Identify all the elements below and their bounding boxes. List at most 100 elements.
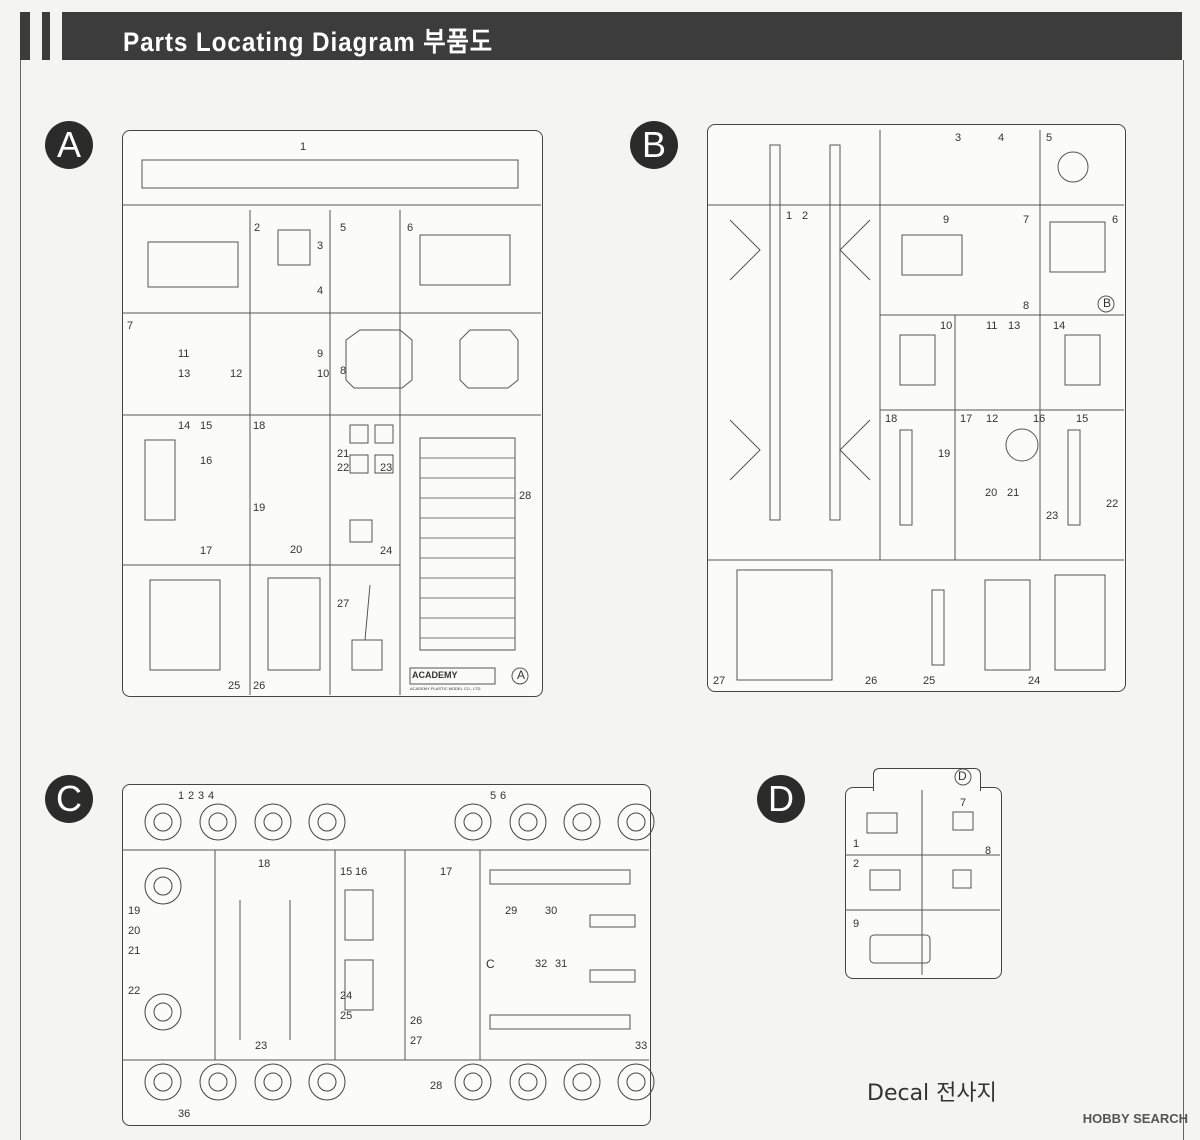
watermark: HOBBY SEARCH (1082, 1111, 1188, 1126)
part-number: 6 (1112, 214, 1119, 226)
part-number: 26 (253, 680, 266, 692)
header-bar-mark (30, 12, 42, 60)
part-number: 18 (258, 858, 271, 870)
part-number: 15 (1076, 413, 1089, 425)
sprue-d-stamp: D (958, 769, 967, 783)
part-number: 14 (178, 420, 191, 432)
part-number: 5 (340, 222, 347, 234)
part-number: 3 (955, 132, 962, 144)
part-number: 11 (986, 320, 998, 332)
part-number: 17 (200, 545, 213, 557)
page-title: Parts Locating Diagram 부품도 (123, 27, 493, 57)
part-number: 2 (254, 222, 261, 234)
part-number: 20 (290, 544, 303, 556)
sprue-a-stamp: A (516, 668, 525, 682)
part-number: 1 (853, 838, 860, 850)
part-number: 4 (998, 132, 1005, 144)
part-number: 8 (985, 845, 992, 857)
part-number: 6 (500, 790, 507, 802)
part-number: 1 (300, 141, 307, 153)
part-number: 8 (1023, 300, 1030, 312)
diagram-frame (20, 60, 1184, 1140)
part-number: 17 (960, 413, 973, 425)
part-number: 16 (1033, 413, 1046, 425)
header-bar-mark (50, 12, 62, 60)
part-number: 7 (127, 320, 134, 332)
part-number: 16 (200, 455, 213, 467)
part-number: 28 (430, 1080, 443, 1092)
part-number: 21 (337, 448, 350, 460)
part-number: 25 (340, 1010, 353, 1022)
part-number: 26 (410, 1015, 423, 1027)
academy-logo-subtitle: ACADEMY PLASTIC MODEL CO., LTD. (410, 686, 482, 691)
part-number: 31 (555, 958, 568, 970)
part-number: 14 (1053, 320, 1066, 332)
part-number: 22 (1106, 498, 1119, 510)
part-number: 18 (885, 413, 898, 425)
part-number: 20 (985, 487, 998, 499)
part-number: 21 (128, 945, 141, 957)
part-number: 25 (923, 675, 936, 687)
part-number: 1 (786, 210, 793, 222)
part-number: 32 (535, 958, 548, 970)
sprue-d-tab (873, 768, 981, 791)
part-number: 6 (407, 222, 414, 234)
sprue-d-badge: D (757, 775, 805, 823)
part-number: 23 (1046, 510, 1059, 522)
part-number: 13 (178, 368, 191, 380)
part-number: 22 (128, 985, 141, 997)
section-header: Parts Locating Diagram 부품도 (20, 12, 1182, 60)
part-number: 19 (253, 502, 266, 514)
part-number: 19 (938, 448, 951, 460)
part-number: 23 (380, 462, 393, 474)
part-number: 5 (1046, 132, 1053, 144)
part-number: 8 (340, 365, 347, 377)
sprue-d (845, 787, 1002, 979)
sprue-a (122, 130, 543, 697)
sprue-a-badge: A (45, 121, 93, 169)
part-number: 16 (355, 866, 368, 878)
part-number: 21 (1007, 487, 1020, 499)
part-number: 30 (545, 905, 558, 917)
part-number: 22 (337, 462, 350, 474)
part-number: 26 (865, 675, 878, 687)
sprue-b-badge: B (630, 121, 678, 169)
sprue-c-stamp: C (486, 957, 495, 971)
part-number: 33 (635, 1040, 648, 1052)
part-number: 10 (940, 320, 953, 332)
part-number: 4 (317, 285, 324, 297)
decal-caption: Decal 전사지 (867, 1081, 997, 1106)
part-number: 7 (1023, 214, 1030, 226)
part-number: 28 (519, 490, 532, 502)
part-number: 18 (253, 420, 266, 432)
sprue-c-badge: C (45, 775, 93, 823)
part-number: 9 (853, 918, 860, 930)
part-number: 2 (802, 210, 809, 222)
part-number: 27 (410, 1035, 423, 1047)
part-number: 25 (228, 680, 241, 692)
part-number: 1 (178, 790, 185, 802)
part-number: 3 (198, 790, 205, 802)
part-number: 12 (986, 413, 999, 425)
part-number: 3 (317, 240, 324, 252)
part-number: 19 (128, 905, 141, 917)
part-number: 29 (505, 905, 518, 917)
part-number: 20 (128, 925, 141, 937)
sprue-b (707, 124, 1126, 692)
part-number: 15 (200, 420, 213, 432)
part-number: 2 (188, 790, 195, 802)
part-number: 17 (440, 866, 453, 878)
part-number: 13 (1008, 320, 1021, 332)
part-number: 4 (208, 790, 215, 802)
part-number: 36 (178, 1108, 191, 1120)
sprue-c (122, 784, 651, 1126)
part-number: 12 (230, 368, 243, 380)
part-number: 27 (713, 675, 726, 687)
part-number: 11 (178, 348, 190, 360)
part-number: 24 (340, 990, 353, 1002)
part-number: 15 (340, 866, 353, 878)
part-number: 24 (1028, 675, 1041, 687)
part-number: 5 (490, 790, 497, 802)
academy-logo: ACADEMY (412, 670, 458, 680)
